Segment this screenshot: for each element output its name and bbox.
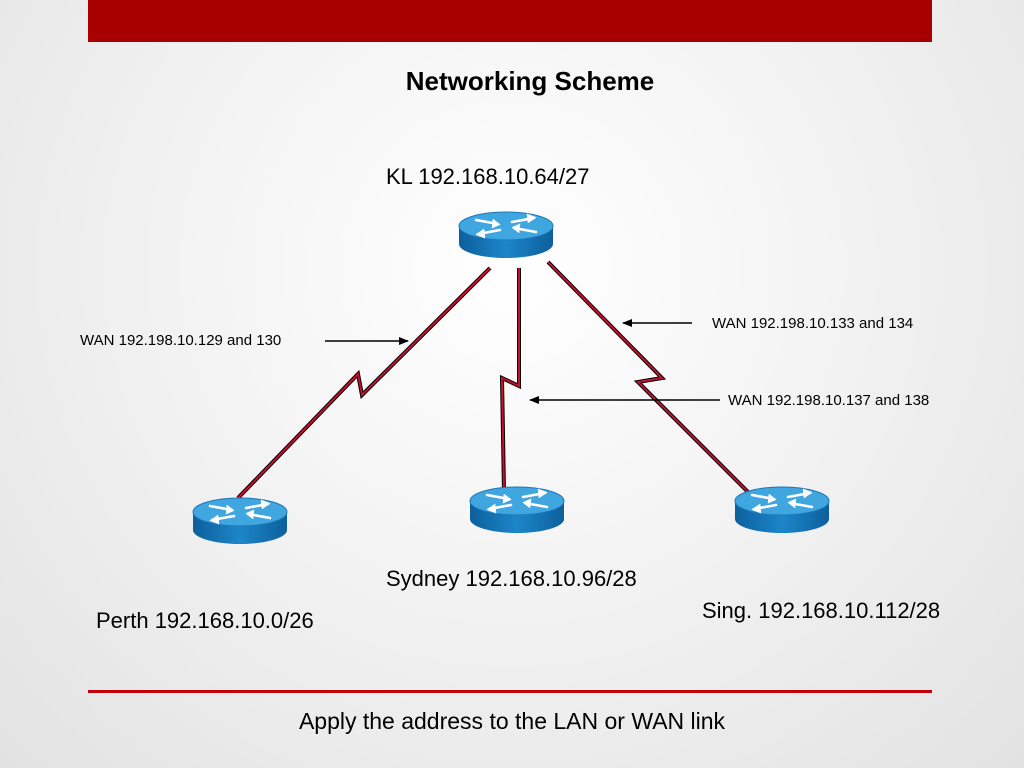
- wan-link-kl-perth: [236, 266, 492, 500]
- wan-link-kl-sing: [546, 260, 754, 498]
- top-banner: [88, 0, 932, 42]
- router-icon-sydney: [468, 485, 566, 535]
- footer-divider: [88, 690, 932, 693]
- wan-link-kl-sydney: [499, 268, 521, 493]
- label-perth: Perth 192.168.10.0/26: [96, 608, 314, 633]
- wan-label-sing: WAN 192.198.10.133 and 134: [712, 315, 914, 332]
- footer-text: Apply the address to the LAN or WAN link: [298, 708, 726, 734]
- wan-label-sydney: WAN 192.198.10.137 and 138: [728, 392, 930, 409]
- router-icon-perth: [191, 496, 289, 546]
- label-kl: KL 192.168.10.64/27: [386, 164, 590, 189]
- label-sing: Sing. 192.168.10.112/28: [702, 598, 941, 623]
- wan-label-perth: WAN 192.198.10.129 and 130: [80, 332, 282, 349]
- slide-title: Networking Scheme: [405, 66, 655, 96]
- router-icon-sing: [733, 485, 831, 535]
- label-sydney: Sydney 192.168.10.96/28: [386, 566, 637, 591]
- router-icon-kl: [457, 210, 555, 260]
